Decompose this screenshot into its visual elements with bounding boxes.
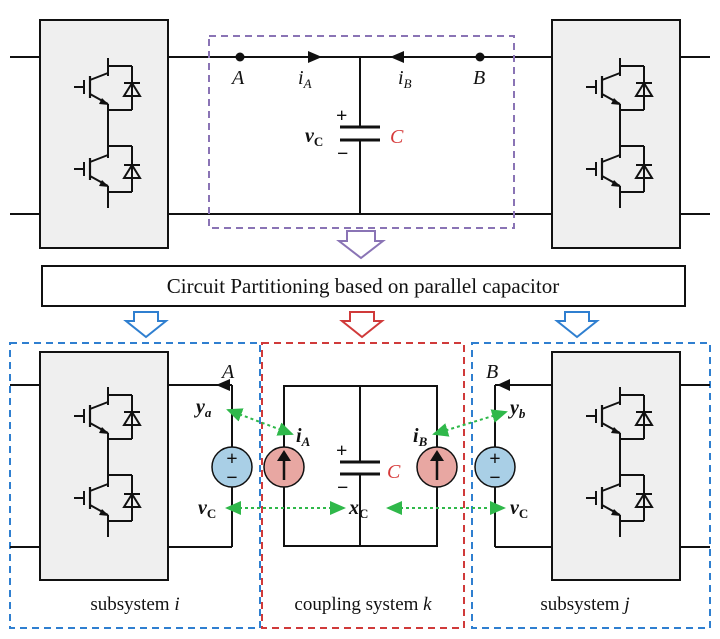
subsystem-j-vc-label: vC	[510, 497, 528, 521]
top-capacitor-minus: −	[337, 143, 348, 165]
arrow-ib-yb	[432, 409, 508, 437]
subsystem-j-converter-box	[551, 351, 681, 581]
top-node-b-label: B	[473, 67, 485, 89]
top-voltage-label: vC	[305, 125, 323, 149]
coupling-ib-label: iB	[413, 425, 428, 449]
coupling-current-source-b-arrow	[430, 450, 444, 461]
top-node-a-dot	[235, 52, 245, 62]
subsystem-j-source-plus: +	[489, 448, 500, 470]
subsystem-i-box	[9, 342, 261, 629]
coupling-system-box	[261, 342, 465, 629]
subsystem-i-voltage-source	[211, 446, 253, 488]
partition-banner: Circuit Partitioning based on parallel c…	[41, 265, 686, 307]
banner-text: Circuit Partitioning based on parallel c…	[167, 274, 559, 298]
subsystem-i-ya-label: ya	[194, 396, 212, 420]
subsystem-j: + − B yb vC subsystem j	[474, 351, 710, 615]
top-current-a-arrow	[308, 51, 322, 63]
top-node-a-label: A	[230, 67, 245, 89]
partition-down-arrow	[336, 230, 386, 260]
subsystem-i-node-arrow	[216, 379, 230, 391]
top-right-converter-box	[551, 19, 681, 249]
top-node-b-dot	[475, 52, 485, 62]
top-capacitor-plus: +	[336, 105, 347, 127]
arrow-to-subsystem-j	[554, 311, 600, 339]
subsystem-i-source-minus: −	[226, 467, 237, 489]
subsystem-i-source-plus: +	[226, 448, 237, 470]
arrow-ya-ia	[226, 408, 294, 436]
banner-box	[41, 265, 686, 307]
arrow-to-coupling-system	[339, 311, 385, 339]
coupling-system: iA iB + − C xC coupling system k	[263, 385, 458, 615]
coupling-ia-label: iA	[296, 425, 311, 449]
top-capacitor-label: C	[390, 126, 404, 148]
top-current-b-label: iB	[398, 67, 412, 91]
subsystem-i-node-a-label: A	[220, 361, 235, 383]
subsystem-j-yb-label: yb	[508, 397, 526, 421]
subsystem-j-caption: subsystem j	[540, 594, 629, 615]
arrow-to-subsystem-i	[123, 311, 169, 339]
subsystem-j-voltage-source	[474, 446, 516, 488]
coupling-capacitor-plus: +	[336, 440, 347, 462]
coupling-capacitor-label: C	[387, 461, 401, 483]
subsystem-j-source-minus: −	[489, 467, 500, 489]
subsystem-j-box	[471, 342, 711, 629]
subsystem-i: + − A ya vC subsystem i	[10, 351, 253, 615]
subsystem-i-caption: subsystem i	[90, 594, 179, 615]
coupling-arrows	[225, 408, 508, 515]
top-left-converter-box	[39, 19, 169, 249]
coupling-caption: coupling system k	[294, 594, 432, 615]
top-current-a-label: iA	[298, 67, 312, 91]
subsystem-i-vc-label: vC	[198, 497, 216, 521]
coupling-xc-label: xC	[348, 497, 368, 521]
top-current-b-arrow	[390, 51, 404, 63]
subsystem-j-node-arrow	[497, 379, 510, 391]
top-circuit: A B iA iB + − vC C	[10, 19, 710, 260]
coupling-capacitor-minus: −	[337, 477, 348, 499]
coupling-current-source-a-arrow	[277, 450, 291, 461]
subsystem-i-converter-box	[39, 351, 169, 581]
subsystem-j-node-b-label: B	[486, 361, 498, 383]
top-partition-box	[208, 35, 515, 229]
